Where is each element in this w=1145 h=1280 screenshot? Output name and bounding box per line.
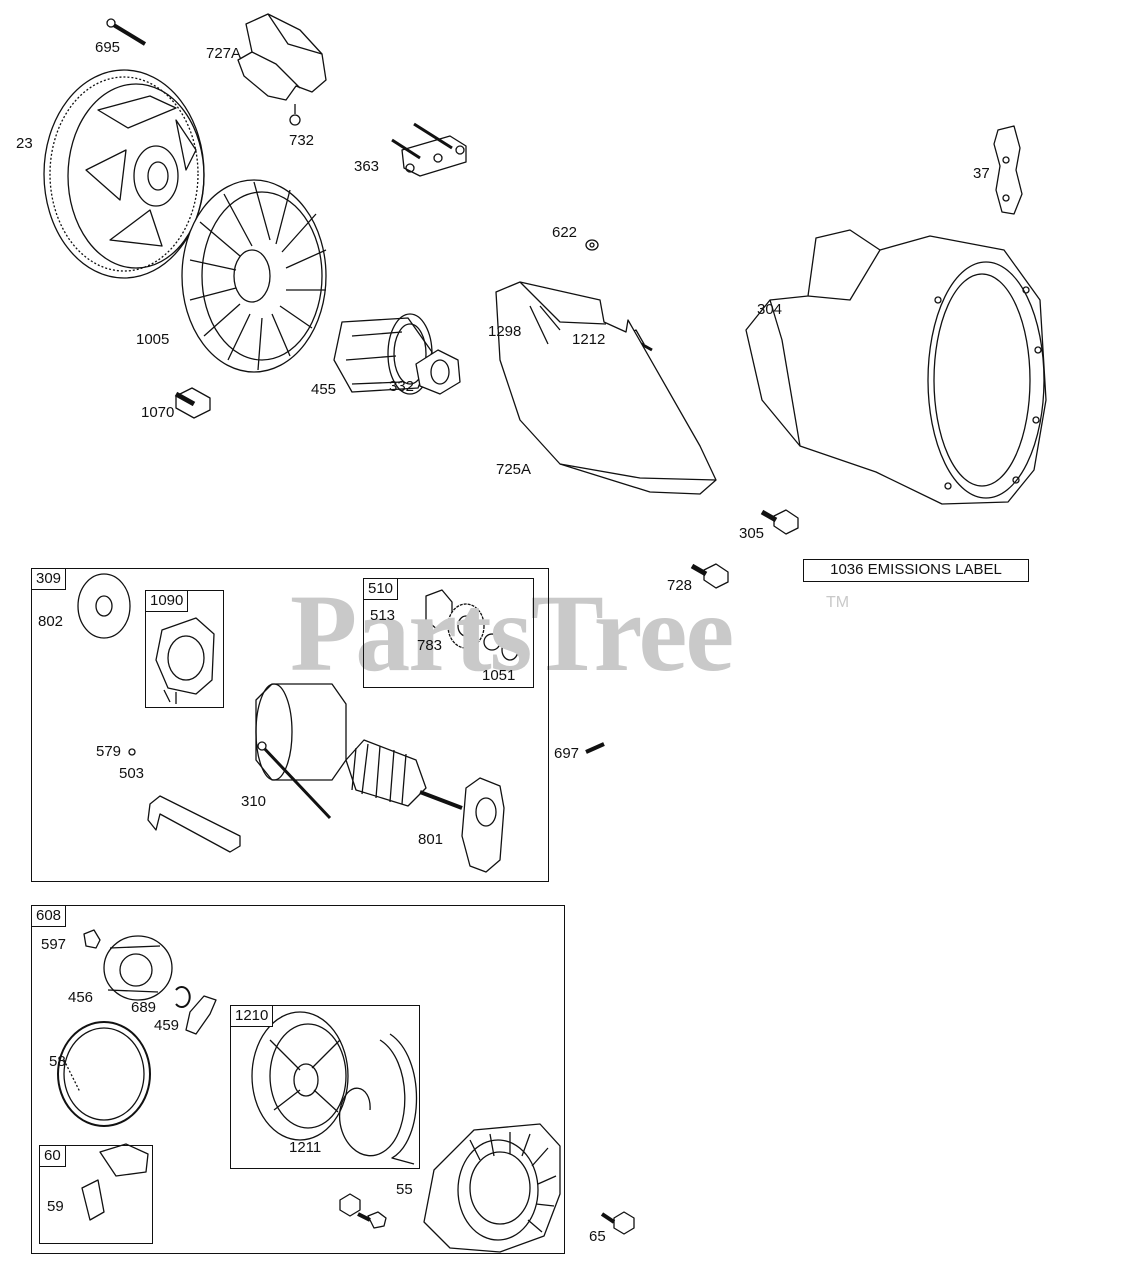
part-label-1298[interactable]: 1298 [488,323,522,340]
part-459-drawing [185,995,217,1035]
part-label-65[interactable]: 65 [589,1228,606,1245]
part-label-456[interactable]: 456 [68,989,94,1006]
part-label-503[interactable]: 503 [119,765,145,782]
part-label-622[interactable]: 622 [552,224,578,241]
part-armature-drawing [345,739,463,810]
part-label-801[interactable]: 801 [418,831,444,848]
part-455-drawing [333,313,433,395]
part-802-drawing [77,573,131,639]
group-box-1210: 1210 [230,1005,420,1169]
part-label-58[interactable]: 58 [49,1053,66,1070]
group-box-608: 608 [31,905,565,1254]
part-1070-drawing [174,387,211,419]
part-55-hardware-drawing [339,1193,387,1229]
group-label-510: 510 [363,578,399,600]
part-label-37[interactable]: 37 [973,165,990,182]
part-332-drawing [415,349,461,395]
part-label-727a[interactable]: 727A [206,45,242,62]
part-1210-drawing [251,1011,349,1141]
part-1005-fan-drawing [181,179,327,373]
part-label-728[interactable]: 728 [667,577,693,594]
part-label-304[interactable]: 304 [757,301,783,318]
part-310-drawing [257,741,332,820]
group-label-309: 309 [31,568,67,590]
part-label-363[interactable]: 363 [354,158,380,175]
part-304-housing-drawing [745,229,1047,505]
part-label-783[interactable]: 783 [417,637,443,654]
part-1051-drawing [483,633,528,664]
part-label-1211[interactable]: 1211 [289,1139,322,1156]
part-label-802[interactable]: 802 [38,613,64,630]
part-label-59[interactable]: 59 [47,1198,64,1215]
group-box-1090: 1090 [145,590,224,708]
part-starter-frame-drawing [255,683,347,781]
part-label-513[interactable]: 513 [370,607,396,624]
part-label-55[interactable]: 55 [396,1181,413,1198]
part-label-1070[interactable]: 1070 [141,404,175,421]
part-label-23[interactable]: 23 [16,135,33,152]
part-65-drawing [600,1211,635,1235]
part-695-drawing [106,18,147,46]
part-23-flywheel-drawing [43,69,205,279]
group-box-309: 309 [31,568,549,882]
watermark-trademark: TM [826,594,850,611]
group-label-1090: 1090 [145,590,189,612]
part-label-579[interactable]: 579 [96,743,122,760]
part-579-drawing [128,748,136,756]
part-label-332[interactable]: 332 [389,378,415,395]
part-727a-drawing [237,13,327,101]
part-label-1212[interactable]: 1212 [572,331,606,348]
part-37-drawing [993,125,1023,215]
part-363-drawing [391,122,467,177]
part-55-drawing [423,1123,561,1253]
part-label-695[interactable]: 695 [95,39,121,56]
part-503-drawing [147,795,241,853]
part-622-drawing [585,239,599,251]
part-label-459[interactable]: 459 [154,1017,180,1034]
part-label-1051[interactable]: 1051 [482,667,516,684]
part-728-drawing [690,563,729,589]
group-label-1210: 1210 [230,1005,274,1027]
part-456-drawing [103,935,173,1001]
part-732-drawing [289,104,301,126]
part-305-drawing [760,509,799,535]
part-689-drawing [175,986,191,1008]
group-label-608: 608 [31,905,67,927]
part-label-455[interactable]: 455 [311,381,337,398]
part-1211-drawing [339,1033,417,1165]
part-59-drawing [81,1179,105,1221]
part-58-drawing [57,1021,151,1127]
part-783-drawing [447,603,485,649]
part-label-689[interactable]: 689 [131,999,157,1016]
group-label-60: 60 [39,1145,66,1167]
part-801-drawing [461,777,505,873]
part-label-310[interactable]: 310 [241,793,267,810]
group-box-510: 510 [363,578,534,688]
part-725a-drawing [495,281,717,495]
part-label-732[interactable]: 732 [289,132,315,149]
part-label-1005[interactable]: 1005 [136,331,170,348]
part-697-drawing [585,742,605,754]
part-1090-drawing [155,617,215,704]
part-597-drawing [83,929,101,949]
group-box-60: 60 [39,1145,153,1244]
part-label-597[interactable]: 597 [41,936,67,953]
part-label-305[interactable]: 305 [739,525,765,542]
part-label-725a[interactable]: 725A [496,461,532,478]
emissions-label-box: 1036 EMISSIONS LABEL [803,559,1029,582]
part-label-697[interactable]: 697 [554,745,580,762]
